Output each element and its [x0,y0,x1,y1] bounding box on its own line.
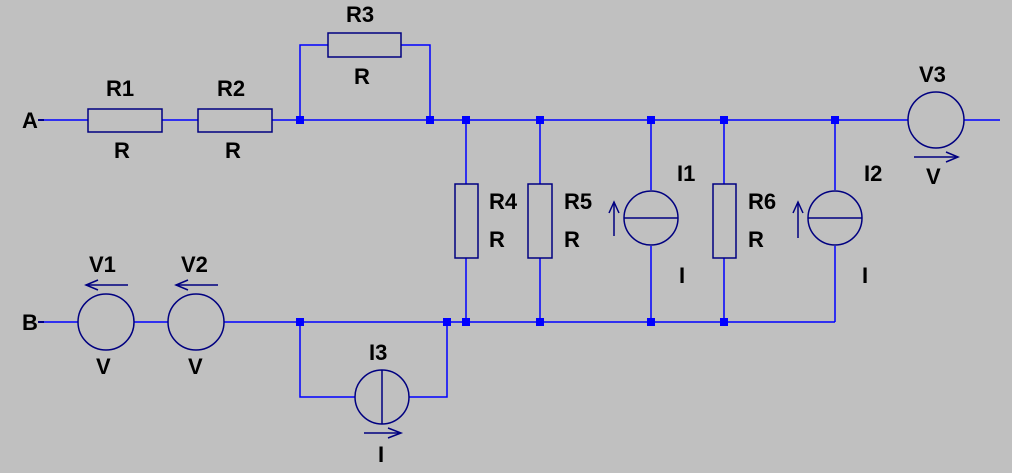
voltage-source-v1-value: V [96,354,111,379]
resistor-r4[interactable]: R4 R [454,183,518,259]
junction-node [647,318,655,326]
wire-r3-left [299,44,328,120]
resistor-body [197,108,273,133]
current-source-i2[interactable]: I2 I [792,161,882,288]
voltage-source-v2[interactable]: V2 V [167,252,225,379]
resistor-r6-name: R6 [748,189,776,214]
resistor-r3-value: R [354,64,370,89]
wire-i3-right [409,322,448,398]
voltage-source-v1[interactable]: V1 V [77,252,135,379]
resistor-r6[interactable]: R6 R [712,183,776,259]
resistor-r5-value: R [564,227,580,252]
arrow-up-icon [608,200,620,236]
junction-node [720,116,728,124]
arrow-right-icon [914,151,960,163]
junction-node [536,116,544,124]
voltage-source-v2-name: V2 [181,252,208,277]
junction-node [647,116,655,124]
resistor-r6-value: R [748,227,764,252]
resistor-r2[interactable]: R2 R [197,76,273,163]
resistor-r2-value: R [225,138,241,163]
current-source-i3-name: I3 [369,340,387,365]
resistor-r1[interactable]: R1 R [87,76,163,163]
voltage-source-body [907,91,965,149]
wire-r3-right [401,44,431,120]
current-source-i1[interactable]: I1 I [608,161,695,288]
voltage-source-body [167,293,225,351]
resistor-r3[interactable]: R3 R [327,2,402,89]
junction-node [536,318,544,326]
junction-node [462,116,470,124]
node-label-a: A [22,108,38,133]
resistor-body [327,32,402,58]
arrow-left-icon [174,279,218,291]
voltage-source-body [77,293,135,351]
resistor-r5[interactable]: R5 R [527,183,592,259]
junction-node [720,318,728,326]
node-label-b: B [22,310,38,335]
current-source-i2-value: I [862,263,868,288]
resistor-body [712,183,737,259]
arrow-left-icon [84,279,128,291]
resistor-body [87,108,163,133]
junction-node [426,116,434,124]
arrow-right-icon [364,427,404,439]
resistor-body [454,183,479,259]
resistor-r1-name: R1 [106,76,134,101]
voltage-source-v3-name: V3 [919,62,946,87]
resistor-r3-name: R3 [346,2,374,27]
resistor-r4-name: R4 [489,189,518,214]
resistor-body [527,183,553,259]
current-source-i2-name: I2 [864,161,882,186]
junction-node [831,116,839,124]
voltage-source-v3-value: V [926,164,941,189]
current-source-i1-value: I [679,263,685,288]
voltage-source-v2-value: V [188,354,203,379]
wires [44,44,1000,398]
resistor-r5-name: R5 [564,189,592,214]
wire-i3-left [299,322,355,398]
junction-node [462,318,470,326]
resistor-r1-value: R [114,138,130,163]
resistor-r2-name: R2 [217,76,245,101]
voltage-source-v3[interactable]: V3 V [907,62,965,189]
current-source-i3-value: I [378,442,384,467]
junction-node [296,318,304,326]
voltage-source-v1-name: V1 [89,252,116,277]
current-source-i1-name: I1 [677,161,695,186]
junction-node [296,116,304,124]
junctions [296,116,839,326]
current-source-i3[interactable]: I3 I [354,340,410,467]
junction-node [443,318,451,326]
arrow-up-icon [792,200,804,238]
resistor-r4-value: R [489,227,505,252]
